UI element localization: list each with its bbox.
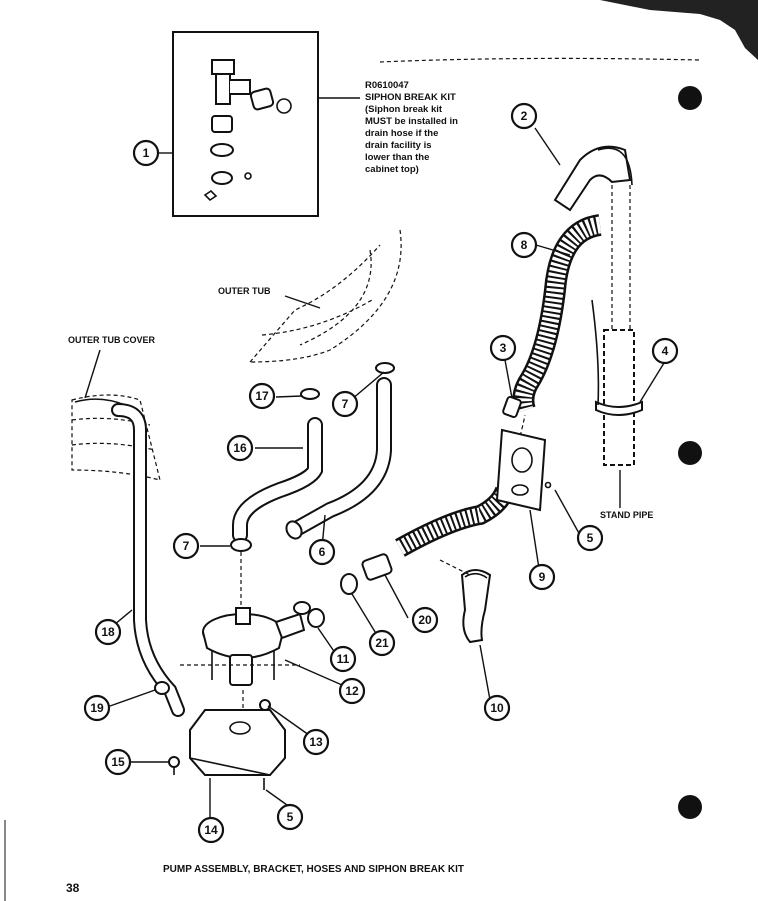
svg-text:14: 14: [204, 823, 218, 837]
siphon-clamp: [210, 143, 234, 157]
svg-text:15: 15: [111, 755, 125, 769]
drain-hose-clamp: [460, 569, 492, 644]
kit-note-line: drain facility is: [365, 140, 432, 151]
callout-7-upper: 7: [331, 390, 359, 418]
svg-text:3: 3: [500, 341, 507, 355]
callout-15: 15: [104, 748, 132, 776]
hose-clamp-7-upper: [375, 362, 395, 374]
hose-coupling: [361, 553, 393, 581]
bracket-screw: [168, 756, 180, 775]
diagram-caption: PUMP ASSEMBLY, BRACKET, HOSES AND SIPHON…: [163, 864, 464, 875]
callout-12: 12: [338, 677, 366, 705]
siphon-break-kit-box: [172, 31, 319, 217]
svg-text:9: 9: [539, 570, 546, 584]
kit-note: R0610047 SIPHON BREAK KIT (Siphon break …: [365, 80, 458, 175]
svg-text:7: 7: [183, 539, 190, 553]
svg-text:4: 4: [662, 344, 669, 358]
kit-note-line: (Siphon break kit: [365, 104, 443, 115]
hose-clamp-17: [300, 388, 320, 400]
siphon-coupling: [211, 115, 233, 133]
callout-17: 17: [248, 382, 276, 410]
svg-text:16: 16: [233, 441, 247, 455]
stand-pipe-label: STAND PIPE: [600, 510, 653, 520]
callout-20: 20: [411, 606, 439, 634]
binder-hole-marks: [678, 86, 702, 819]
svg-text:17: 17: [255, 389, 269, 403]
hose-clamp-21: [340, 573, 358, 595]
callout-16: 16: [226, 434, 254, 462]
kit-note-line: lower than the: [365, 152, 429, 163]
svg-text:5: 5: [287, 810, 294, 824]
svg-text:1: 1: [143, 146, 150, 160]
hose-clip: [502, 395, 522, 419]
callout-4: 4: [651, 337, 679, 365]
kit-part-number: R0610047: [365, 80, 409, 91]
callout-11: 11: [329, 645, 357, 673]
pump-assembly: [202, 601, 325, 686]
svg-text:18: 18: [101, 625, 115, 639]
siphon-tee-fitting: [211, 59, 251, 105]
callouts: 1 2 8 3 4 5 9 17 7 16 7 6 20 21 11 12 10…: [83, 102, 679, 844]
callout-2: 2: [510, 102, 538, 130]
siphon-elbow-fittings: [249, 87, 292, 114]
callout-14: 14: [197, 816, 225, 844]
svg-text:6: 6: [319, 545, 326, 559]
drain-hose-guide: [553, 145, 633, 212]
callout-10: 10: [483, 694, 511, 722]
page-number: 38: [66, 881, 80, 895]
svg-text:21: 21: [375, 636, 389, 650]
hose-clamp-7-lower: [230, 538, 252, 552]
kit-note-line: drain hose if the: [365, 128, 438, 139]
kit-note-line: MUST be installed in: [365, 116, 458, 127]
outer-tub-outline: [249, 229, 402, 363]
kit-title: SIPHON BREAK KIT: [365, 92, 456, 103]
svg-text:8: 8: [521, 238, 528, 252]
outer-tub-cover-label: OUTER TUB COVER: [68, 335, 156, 345]
mounting-nut: [259, 699, 271, 711]
callout-9: 9: [528, 563, 556, 591]
callout-6: 6: [308, 538, 336, 566]
svg-text:20: 20: [418, 613, 432, 627]
svg-text:12: 12: [345, 684, 359, 698]
svg-text:11: 11: [337, 652, 350, 666]
callout-19: 19: [83, 694, 111, 722]
callout-21: 21: [368, 629, 396, 657]
callout-5-upper: 5: [576, 524, 604, 552]
svg-text:13: 13: [309, 735, 323, 749]
kit-note-line: cabinet top): [365, 164, 419, 175]
drain-hose-corrugated: [512, 214, 603, 414]
callout-1: 1: [132, 139, 160, 167]
scan-edge-artifact: [600, 0, 758, 60]
hose-back-plate: [495, 428, 552, 512]
callout-18: 18: [94, 618, 122, 646]
siphon-clamp-screw: [211, 171, 233, 185]
svg-text:19: 19: [90, 701, 104, 715]
callout-5-lower: 5: [276, 803, 304, 831]
callout-8: 8: [510, 231, 538, 259]
svg-text:5: 5: [587, 531, 594, 545]
svg-text:10: 10: [490, 701, 504, 715]
svg-text:2: 2: [521, 109, 528, 123]
grommet-19: [154, 681, 170, 695]
stand-pipe: [603, 185, 635, 466]
hose-strap: [595, 400, 643, 416]
callout-7-lower: 7: [172, 532, 200, 560]
callout-13: 13: [302, 728, 330, 756]
scan-line-artifact: [379, 57, 701, 63]
svg-text:7: 7: [342, 397, 349, 411]
callout-3: 3: [489, 334, 517, 362]
outer-tub-label: OUTER TUB: [218, 286, 271, 296]
pump-bracket: [189, 709, 286, 776]
